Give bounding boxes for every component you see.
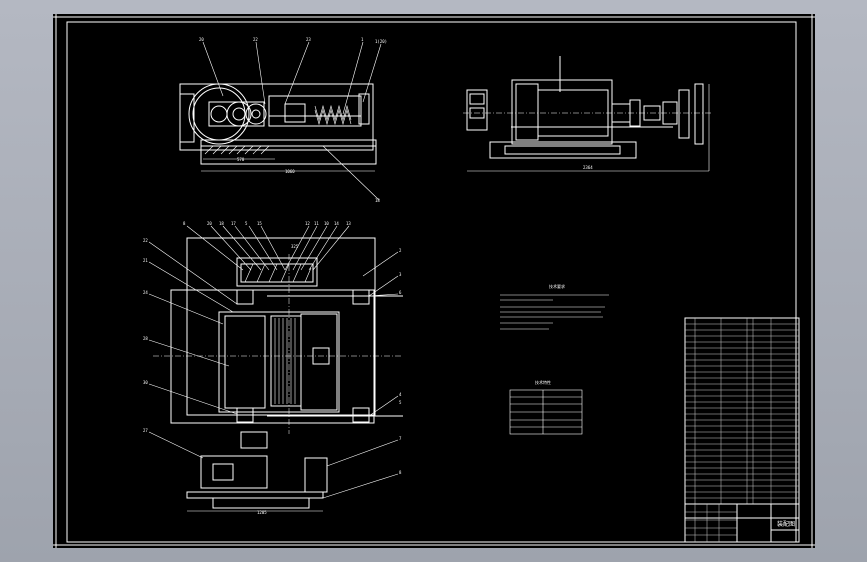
top-balloon-u6: 15: [257, 221, 262, 226]
top-balloon-l1: 22: [143, 238, 148, 243]
side-dim-total: 2364: [583, 165, 593, 170]
top-balloon-r2: 3: [399, 272, 402, 277]
top-balloon-l3: 24: [143, 290, 148, 295]
front-balloon-3: 23: [306, 37, 311, 42]
drawing-canvas: 570 1060 20 22 23 1 1(20) 18: [53, 14, 815, 548]
front-dim-total: 1060: [285, 169, 295, 174]
top-balloon-r3: 6: [399, 290, 402, 295]
top-balloon-u5: 5: [245, 221, 248, 226]
top-balloon-l6: 27: [143, 428, 148, 433]
top-balloon-r1: 2: [399, 248, 402, 253]
top-balloon-u8: 11: [314, 221, 319, 226]
title-block: 装配图: [684, 503, 800, 543]
top-balloon-r6: 7: [399, 436, 402, 441]
top-balloon-r4: 4: [399, 392, 402, 397]
front-balloon-1: 20: [199, 37, 204, 42]
top-balloon-l2: 21: [143, 258, 148, 263]
top-balloon-l5: 30: [143, 380, 148, 385]
top-balloon-r7: 8: [399, 470, 402, 475]
inner-frame: [66, 21, 797, 543]
top-view: 1205 325: [143, 221, 403, 515]
top-balloon-u2: 20: [207, 221, 212, 226]
front-balloon-5: 1(20): [375, 39, 387, 44]
front-view: 570 1060 20 22 23 1 1(20) 18: [179, 37, 387, 203]
outer-frame: [55, 16, 813, 546]
spec-table-title: 技术特性: [535, 379, 551, 385]
top-balloon-u10: 14: [334, 221, 339, 226]
title-block-name: 装配图: [777, 520, 795, 528]
top-balloon-u3: 18: [219, 221, 224, 226]
technical-requirements: 技术要求: [500, 283, 609, 330]
front-dim-width: 570: [237, 157, 245, 162]
top-balloon-r5: 5: [399, 400, 402, 405]
tech-req-title: 技术要求: [549, 283, 565, 289]
top-balloon-u9: 10: [324, 221, 329, 226]
drawing-sheet[interactable]: 570 1060 20 22 23 1 1(20) 18: [53, 14, 815, 548]
front-balloon-6: 18: [375, 198, 380, 203]
front-balloon-4: 1: [361, 37, 364, 42]
top-dim-bottom: 1205: [257, 510, 267, 515]
spec-table: 技术特性: [509, 379, 583, 435]
top-balloon-u11: 13: [346, 221, 351, 226]
frame-corner-marks: [53, 14, 815, 548]
top-balloon-u1: 8: [183, 221, 186, 226]
top-balloon-l4: 28: [143, 336, 148, 341]
side-view: 2364: [463, 56, 713, 172]
front-balloon-2: 22: [253, 37, 258, 42]
top-balloon-u4: 17: [231, 221, 236, 226]
top-dim-height: 325: [291, 244, 299, 249]
top-balloon-u7: 12: [305, 221, 310, 226]
parts-list: [684, 317, 800, 519]
